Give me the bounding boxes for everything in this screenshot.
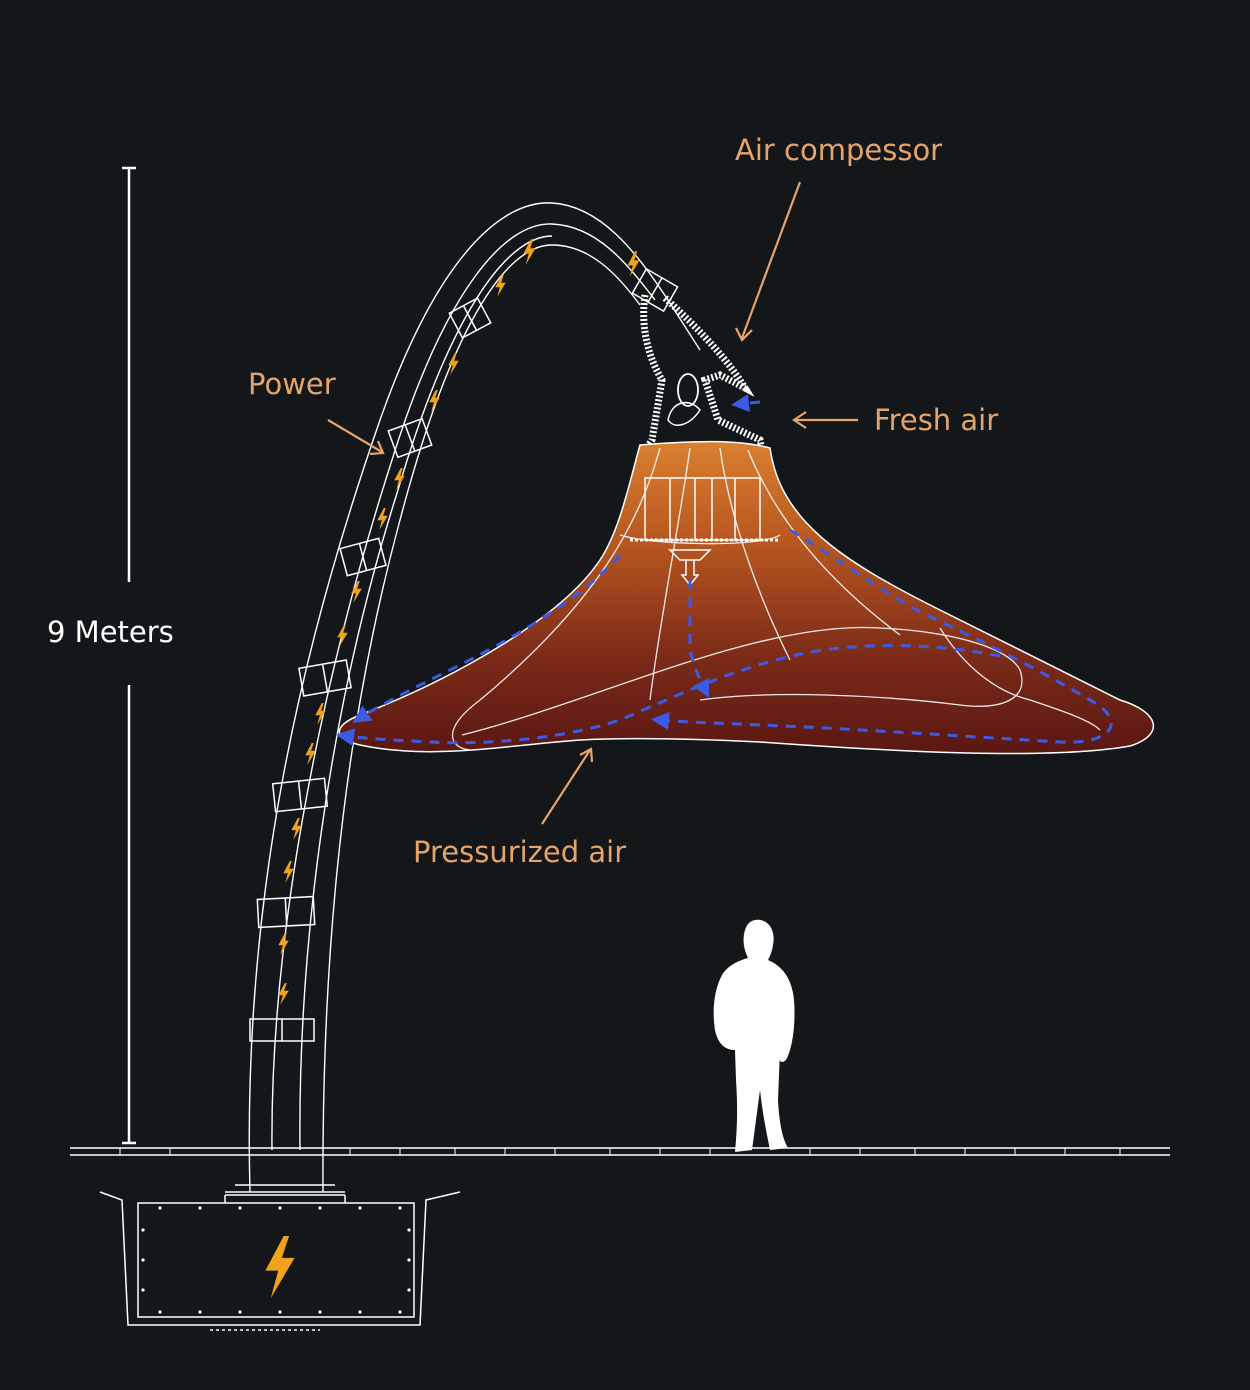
fresh-air-label: Fresh air — [874, 403, 999, 437]
mast-joints — [249, 267, 679, 1042]
air-compressor-pointer — [740, 181, 802, 339]
power-label: Power — [248, 367, 336, 401]
pressurized-air-label: Pressurized air — [413, 835, 627, 869]
height-dimension — [122, 166, 136, 1145]
pressurized-air-pointer — [541, 749, 591, 825]
lightning-bolt-icon — [495, 274, 506, 298]
foundation — [99, 1191, 461, 1331]
person-silhouette-icon — [713, 919, 795, 1152]
power-pointer — [327, 419, 383, 453]
height-label: 9 Meters — [47, 615, 174, 649]
lightning-bolt-icon — [448, 352, 459, 376]
lightning-bolt-icon — [305, 742, 316, 766]
annotation-arrows — [327, 181, 858, 825]
ground-line — [70, 1147, 1170, 1156]
lightning-bolt-icon — [315, 702, 326, 726]
lightning-bolt-icon — [337, 624, 348, 648]
canopy — [338, 440, 1155, 755]
foundation-lightning-bolt-icon — [265, 1236, 295, 1298]
air-compressor-label: Air compessor — [735, 133, 943, 167]
lightning-bolt-icon — [523, 239, 536, 265]
compressor-housing — [639, 294, 784, 546]
lightning-bolt-icon — [351, 580, 362, 604]
air-flow-arrows — [336, 394, 1113, 747]
